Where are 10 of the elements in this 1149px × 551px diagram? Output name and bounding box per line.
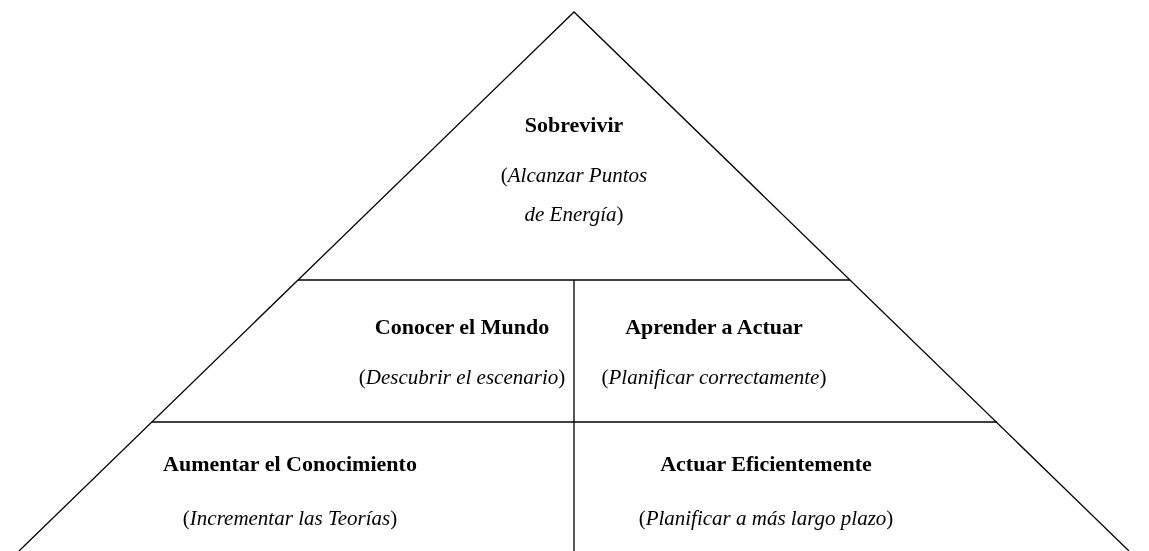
level-description: (Planificar correctamente) bbox=[601, 364, 827, 391]
level-heading: Conocer el Mundo bbox=[374, 314, 550, 340]
level-heading: Actuar Eficientemente bbox=[660, 451, 872, 477]
level-description: (Incrementar las Teorías) bbox=[182, 505, 398, 532]
level-heading: Sobrevivir bbox=[524, 112, 624, 138]
level-description: (Alcanzar Puntos de Energía) bbox=[499, 162, 649, 228]
level-description: (Descubrir el escenario) bbox=[358, 364, 566, 391]
level-heading: Aprender a Actuar bbox=[625, 314, 803, 340]
level-heading: Aumentar el Conocimiento bbox=[163, 451, 417, 477]
level-description: (Planificar a más largo plazo) bbox=[638, 505, 894, 532]
